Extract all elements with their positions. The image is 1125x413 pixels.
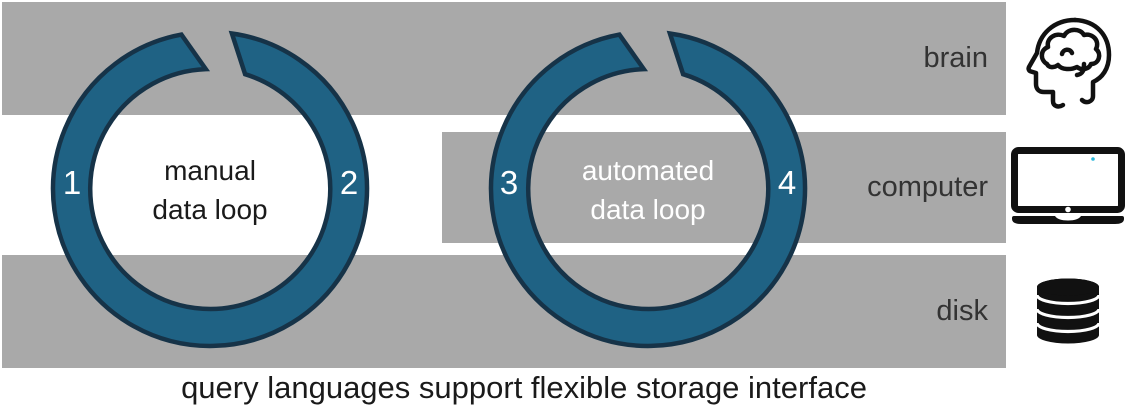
loop-step-4: 4 [777, 164, 797, 201]
caption: query languages support flexible storage… [181, 370, 867, 405]
brain-icon [1018, 12, 1118, 117]
row-label-computer: computer [867, 171, 988, 203]
manual-loop-label-line1: manual [164, 155, 256, 186]
manual-loop-label-line2: data loop [152, 194, 268, 225]
automated-loop-ring [488, 30, 808, 349]
row-label-disk: disk [936, 295, 988, 327]
laptop-camera-dot [1091, 157, 1095, 161]
laptop-icon [1011, 147, 1125, 232]
loop-step-2: 2 [339, 164, 359, 201]
loop-step-3: 3 [499, 164, 519, 201]
loop-step-1: 1 [62, 164, 82, 201]
automated-loop-label: automated data loop [526, 151, 770, 229]
manual-loop-label: manual data loop [88, 151, 332, 229]
manual-loop-ring [50, 30, 370, 349]
automated-loop-label-line2: data loop [590, 194, 706, 225]
database-icon [1035, 278, 1101, 349]
row-label-brain: brain [923, 42, 989, 74]
automated-loop-label-line1: automated [581, 155, 715, 186]
laptop-webcam-dot [1065, 206, 1071, 213]
